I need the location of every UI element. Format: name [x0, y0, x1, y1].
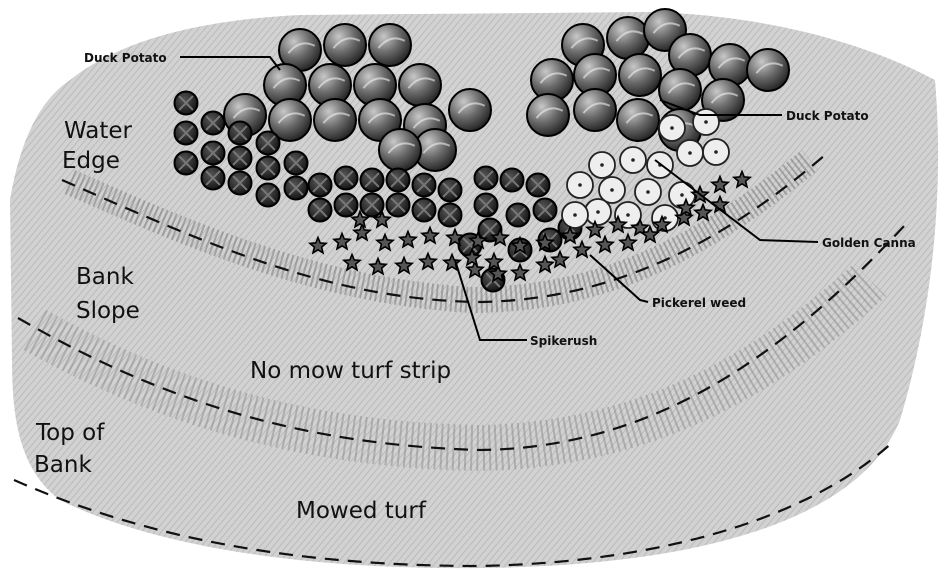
duck-potato-plant: [527, 94, 569, 136]
golden-canna-plant: [562, 202, 588, 228]
pickerel-weed-plant: [475, 167, 498, 190]
mowed-turf-label: Mowed turf: [296, 498, 427, 524]
pickerel-weed-plant: [507, 204, 530, 227]
pickerel-weed-plant: [175, 152, 198, 175]
water-edge-label-line2: Edge: [62, 148, 120, 174]
pickerel-weed-plant: [309, 199, 332, 222]
pickerel-weed-plant: [527, 174, 550, 197]
pickerel-weed-plant: [257, 132, 280, 155]
golden-canna-plant: [589, 152, 615, 178]
golden-canna-plant: [585, 199, 611, 225]
pickerel-weed-plant: [202, 112, 225, 135]
pickerel-weed-plant: [229, 122, 252, 145]
top-of-bank-label-line1: Top of: [35, 420, 105, 446]
golden-canna-plant: [635, 179, 661, 205]
pickerel-weed-plant: [202, 142, 225, 165]
pickerel-weed-label: Pickerel weed: [652, 296, 746, 310]
water-edge-label-line1: Water: [64, 118, 133, 144]
pickerel-weed-plant: [413, 174, 436, 197]
duck-potato-plant: [617, 99, 659, 141]
duck-potato-left-label: Duck Potato: [84, 51, 167, 65]
top-of-bank-label-line2: Bank: [34, 452, 92, 478]
pickerel-weed-plant: [175, 92, 198, 115]
golden-canna-label: Golden Canna: [822, 236, 916, 250]
duck-potato-plant: [449, 89, 491, 131]
pickerel-weed-plant: [387, 194, 410, 217]
pickerel-weed-plant: [285, 152, 308, 175]
pickerel-weed-plant: [413, 199, 436, 222]
duck-potato-plant: [574, 89, 616, 131]
spikerush-label: Spikerush: [530, 334, 597, 348]
duck-potato-plant: [399, 64, 441, 106]
pickerel-weed-plant: [175, 122, 198, 145]
pickerel-weed-plant: [202, 167, 225, 190]
pickerel-weed-plant: [309, 174, 332, 197]
duck-potato-plant: [324, 24, 366, 66]
bank-slope-label-line2: Slope: [76, 298, 140, 324]
golden-canna-plant: [620, 147, 646, 173]
pickerel-weed-plant: [257, 157, 280, 180]
pickerel-weed-plant: [387, 169, 410, 192]
pickerel-weed-plant: [475, 194, 498, 217]
duck-potato-plant: [379, 129, 421, 171]
pickerel-weed-plant: [534, 199, 557, 222]
golden-canna-plant: [703, 139, 729, 165]
pickerel-weed-plant: [501, 169, 524, 192]
pickerel-weed-plant: [229, 147, 252, 170]
duck-potato-plant: [369, 24, 411, 66]
duck-potato-plant: [607, 17, 649, 59]
pickerel-weed-plant: [335, 194, 358, 217]
bank-slope-label-line1: Bank: [76, 264, 134, 290]
golden-canna-plant: [567, 172, 593, 198]
pickerel-weed-plant: [229, 172, 252, 195]
golden-canna-plant: [659, 115, 685, 141]
pickerel-weed-plant: [335, 167, 358, 190]
golden-canna-plant: [669, 182, 695, 208]
pickerel-weed-plant: [285, 177, 308, 200]
pickerel-weed-plant: [439, 179, 462, 202]
duck-potato-plant: [659, 69, 701, 111]
golden-canna-plant: [677, 140, 703, 166]
pickerel-weed-plant: [361, 194, 384, 217]
duck-potato-right-label: Duck Potato: [786, 109, 869, 123]
pickerel-weed-plant: [439, 204, 462, 227]
duck-potato-plant: [747, 49, 789, 91]
pickerel-weed-plant: [257, 184, 280, 207]
pickerel-weed-plant: [361, 169, 384, 192]
duck-potato-plant: [314, 99, 356, 141]
duck-potato-plant: [619, 54, 661, 96]
no-mow-label: No mow turf strip: [250, 358, 451, 384]
